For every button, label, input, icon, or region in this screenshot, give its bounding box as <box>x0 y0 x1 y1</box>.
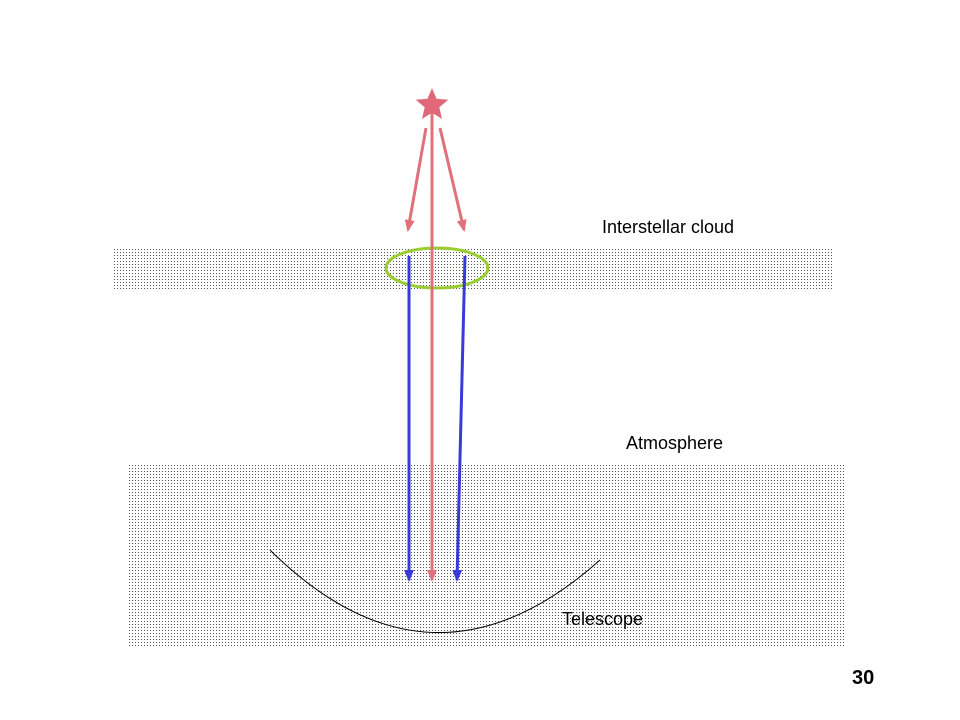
diverging-ray-left <box>404 127 428 232</box>
page-number: 30 <box>852 667 875 689</box>
telescope-label: Telescope <box>562 609 644 629</box>
scattered-ray-right <box>452 255 467 582</box>
scatter-region-ellipse <box>384 246 490 290</box>
star-icon <box>415 88 449 119</box>
atmosphere-band <box>127 463 846 647</box>
interstellar-cloud-label: Interstellar cloud <box>602 217 735 237</box>
atmosphere-label: Atmosphere <box>626 433 724 453</box>
telescope-mirror <box>269 549 601 634</box>
diverging-ray-right <box>438 127 467 232</box>
